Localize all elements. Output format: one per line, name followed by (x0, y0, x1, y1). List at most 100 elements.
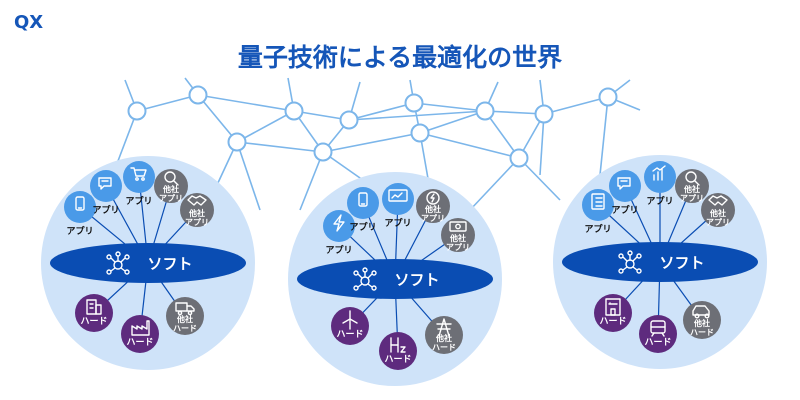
train-icon (650, 320, 666, 337)
other-company-label: 他社 (162, 184, 179, 194)
soft-ellipse (50, 243, 246, 283)
network-link (197, 94, 238, 143)
hard-label: ハード (126, 337, 153, 348)
hard-label: ハード (173, 324, 197, 333)
hard-node: ハード (75, 294, 113, 332)
network-node (404, 93, 424, 113)
app-label: アプリ (584, 223, 611, 235)
factory-icon (131, 320, 150, 336)
soft-node: ソフト (50, 243, 246, 283)
network-node (227, 132, 247, 152)
network-node (475, 101, 495, 121)
network-link (599, 96, 609, 176)
chat-icon (98, 177, 112, 190)
hard-label: ハード (384, 354, 411, 365)
app-node: アプリ (347, 187, 379, 233)
network-node (509, 148, 529, 168)
app-circle (382, 183, 414, 215)
soft-node: ソフト (297, 259, 493, 299)
app-label: アプリ (66, 225, 93, 237)
app-circle (582, 189, 614, 221)
network-link (136, 94, 199, 112)
hard-label: ハード (690, 328, 714, 337)
network-link (469, 157, 520, 211)
app-label: アプリ (125, 195, 152, 207)
app-node: アプリ (64, 191, 96, 237)
app-label: アプリ (349, 221, 376, 233)
app-label: アプリ (706, 217, 730, 227)
phone-icon (358, 192, 368, 207)
car-icon (692, 305, 710, 319)
hydrogen-icon (390, 337, 406, 353)
app-label: アプリ (185, 217, 209, 227)
hard-node: ハード (379, 332, 417, 370)
other-company-label: 他社 (709, 208, 726, 218)
hard-label: ハード (432, 343, 456, 352)
network-nodes (127, 85, 618, 168)
money-icon (449, 221, 467, 232)
hard-node: ハード (331, 307, 369, 345)
other-company-label: 他社 (188, 208, 205, 218)
app-node: アプリ (609, 170, 641, 216)
app-node: アプリ (382, 183, 414, 229)
app-label: アプリ (446, 242, 470, 252)
network-link (419, 110, 486, 134)
network-link (236, 110, 295, 143)
network-link (518, 157, 561, 201)
soft-label: ソフト (394, 271, 439, 289)
hard-circle (639, 315, 677, 353)
app-circle (64, 191, 96, 223)
network-link (348, 102, 415, 121)
wind-turbine-icon (342, 310, 358, 330)
other-company-label: 他社 (693, 318, 710, 328)
cluster-2: ソフトアプリアプリアプリ他社アプリ他社アプリハードハード他社ハード (288, 172, 502, 386)
hard-node: ハード (121, 315, 159, 353)
other-company-label: 他社 (424, 204, 441, 214)
network-node (598, 87, 618, 107)
app-node: アプリ (90, 170, 122, 216)
hard-node: ハード (639, 315, 677, 353)
network-link (322, 132, 421, 153)
app-node: アプリ (644, 161, 676, 207)
phone-icon (75, 196, 85, 211)
power-tower-icon (436, 318, 452, 337)
app-label: アプリ (92, 204, 119, 216)
hub-icon (618, 250, 642, 274)
network-node (410, 123, 430, 143)
factory-building-icon (86, 299, 102, 315)
chat-icon (617, 177, 631, 190)
network-link (197, 94, 295, 112)
other-app-circle (675, 169, 709, 203)
app-label: アプリ (384, 217, 411, 229)
network-link (543, 96, 609, 115)
network-link (413, 102, 486, 112)
search-icon (685, 171, 700, 186)
other-app-circle (701, 193, 735, 227)
network-node (313, 142, 333, 162)
hard-label: ハード (599, 316, 626, 327)
app-label: アプリ (159, 193, 183, 203)
hard-label: ハード (80, 316, 107, 327)
network-link (484, 110, 545, 115)
app-node: アプリ (323, 210, 355, 256)
handshake-icon (708, 195, 728, 206)
cart-icon (130, 167, 147, 181)
soft-label: ソフト (659, 254, 704, 272)
app-circle (644, 161, 676, 193)
app-label: アプリ (611, 204, 638, 216)
soft-ellipse (562, 242, 758, 282)
other-app-circle (154, 169, 188, 203)
network-node (339, 110, 359, 130)
soft-node: ソフト (562, 242, 758, 282)
network-graph (109, 77, 641, 211)
page-title: 量子技術による最適化の世界 (237, 43, 563, 72)
network-link (299, 151, 324, 211)
hard-node: ハード (594, 294, 632, 332)
